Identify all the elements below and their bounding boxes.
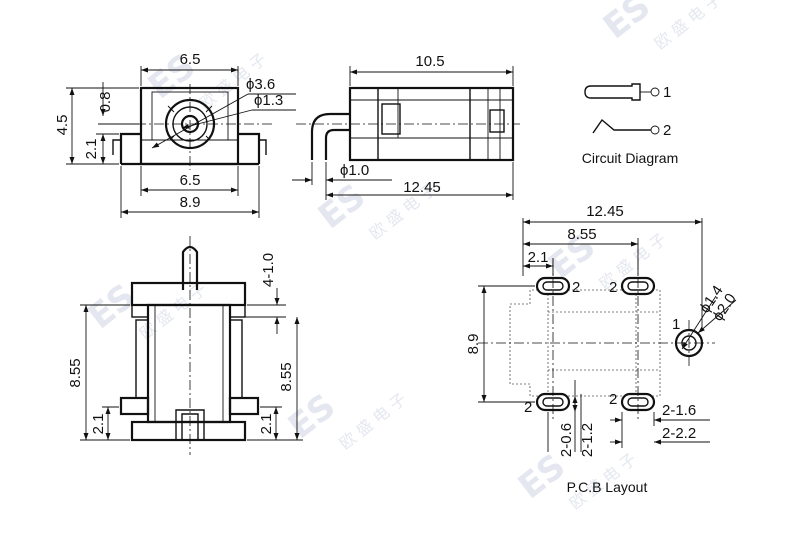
dim-pcb-height: 8.9 [465, 334, 482, 355]
pin1-label: 1 [663, 84, 671, 101]
dim-pcb-pad-length: 2-1.2 [579, 423, 596, 457]
spring-contact-symbol [592, 118, 651, 134]
dim-outer-diameter: ϕ3.6 [246, 76, 275, 93]
watermark-mark: ES [311, 176, 373, 237]
side-view: 10.5 ϕ1.0 12.45 [292, 53, 520, 200]
pcb-layout: 2 2 2 2 1 12.45 8.55 2.1 8.9 ϕ1.4 ϕ2.0 2 [465, 203, 740, 495]
dim-total-length: 12.45 [403, 179, 441, 196]
leader-outer-dia [151, 93, 249, 149]
watermark-mark: ES [281, 386, 343, 447]
side-pins [112, 139, 267, 155]
watermark-chars: 欧 盛 电 子 [136, 279, 210, 343]
circuit-diagram: 1 2 Circuit Diagram [582, 83, 678, 166]
circuit-title: Circuit Diagram [582, 150, 678, 166]
dim-height-right: 8.55 [278, 362, 295, 391]
dim-overall-width: 8.9 [180, 194, 201, 211]
dim-body-length: 10.5 [415, 53, 444, 70]
mounting-flange [119, 132, 261, 164]
pcb-title: P.C.B Layout [567, 479, 648, 495]
dim-pin-diameter: ϕ1.0 [340, 162, 369, 179]
watermark-mark: ES [596, 0, 658, 47]
pin2-label: 2 [663, 122, 671, 139]
leader-inner-dia [181, 109, 253, 129]
dim-inner-diameter: ϕ1.3 [254, 92, 283, 109]
dim-pcb-pad-span: 8.55 [567, 226, 596, 243]
watermark-chars: 欧 盛 电 子 [651, 0, 725, 53]
front-view: 4-1.0 8.55 2.1 8.55 2.1 [67, 236, 303, 455]
top-left-view: 6.5 4.5 0.8 2.1 ϕ3.6 ϕ1.3 6.5 8.9 [54, 51, 296, 218]
dim-bottom-width: 6.5 [180, 172, 201, 189]
watermark: ES 欧 盛 电 子 ES 欧 盛 电 子 ES 欧 盛 电 子 ES 欧 盛 … [81, 0, 725, 513]
pad-label: 2 [609, 391, 617, 408]
pad-label: 2 [609, 279, 617, 296]
leader-pcb-ring [697, 299, 737, 334]
dim-total-height: 4.5 [54, 115, 71, 136]
dim-slot-small: 2-1.6 [662, 402, 696, 419]
dim-top-width: 6.5 [180, 51, 201, 68]
socket-contacts [167, 105, 213, 141]
pin1-terminal [650, 87, 660, 97]
bent-terminal-pin [310, 112, 350, 160]
pad-label: 2 [572, 279, 580, 296]
pcb-footprint-outline [509, 289, 661, 397]
bottom-terminal [175, 409, 205, 440]
watermark-mark: ES [81, 276, 143, 337]
center-pin-symbol [584, 83, 641, 101]
dim-lower-height: 2.1 [83, 139, 100, 160]
pin2-terminal [650, 125, 660, 135]
dim-slot-large: 2-2.2 [662, 425, 696, 442]
dim-foot-right: 2.1 [258, 414, 275, 435]
dim-pcb-pad-width: 2-0.6 [558, 423, 575, 457]
watermark-chars: 欧 盛 电 子 [336, 389, 410, 453]
dim-foot-left: 2.1 [90, 414, 107, 435]
pad-label: 2 [524, 399, 532, 416]
dim-pcb-total-width: 12.45 [586, 203, 624, 220]
pad-label: 1 [672, 316, 680, 333]
top-center-pin [181, 245, 199, 290]
leader-pcb-hole [681, 295, 717, 350]
dim-upper-height: 0.8 [97, 92, 114, 113]
front-base [130, 420, 247, 442]
dim-pcb-pad-offset: 2.1 [528, 249, 549, 266]
dim-pin-range: 4-1.0 [260, 253, 277, 287]
dim-height-left: 8.55 [67, 358, 84, 387]
